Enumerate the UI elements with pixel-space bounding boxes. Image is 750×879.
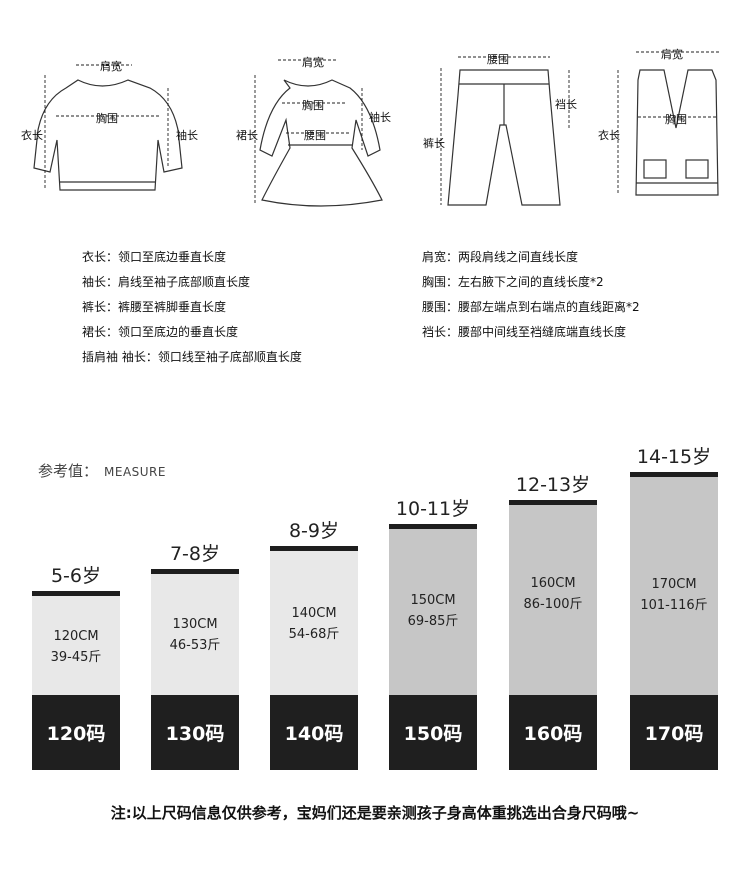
definition-item: 裆长：腰部中间线至裆缝底端直线长度 xyxy=(422,325,627,339)
height-value: 160CM xyxy=(530,576,576,591)
label-waist-dress: 腰围 xyxy=(304,129,326,142)
size-code: 120码 xyxy=(32,695,120,770)
size-code: 170码 xyxy=(630,695,718,770)
label-sleeve-sweater: 袖长 xyxy=(176,129,198,142)
dress-illustration xyxy=(259,79,383,207)
height-value: 150CM xyxy=(410,593,456,608)
height-value: 170CM xyxy=(651,577,697,592)
column-body xyxy=(509,505,597,695)
label-pants-length: 裤长 xyxy=(423,137,445,150)
pants-illustration xyxy=(447,69,561,206)
measure-title-en: MEASURE xyxy=(104,465,166,479)
age-label: 5-6岁 xyxy=(50,565,102,587)
definition-item: 裙长：领口至底边的垂直长度 xyxy=(82,325,239,339)
size-column: 14-15岁 170CM 101-116斤 170码 xyxy=(630,0,718,879)
label-chest-sweater: 胸围 xyxy=(96,112,118,125)
weight-value: 39-45斤 xyxy=(50,650,102,665)
definition-item: 插肩袖 袖长：领口线至袖子底部顺直长度 xyxy=(82,350,302,364)
definition-item: 胸围：左右腋下之间的直线长度*2 xyxy=(422,275,604,289)
age-label: 8-9岁 xyxy=(288,520,340,542)
column-info: 170CM 101-116斤 xyxy=(630,574,718,616)
definition-item: 腰围：腰部左端点到右端点的直线距离*2 xyxy=(422,300,640,314)
height-value: 120CM xyxy=(53,629,99,644)
size-column: 7-8岁 130CM 46-53斤 130码 xyxy=(151,0,239,879)
column-cap xyxy=(151,569,239,574)
label-shoulder-sweater: 肩宽 xyxy=(100,60,122,73)
label-waist-pants: 腰围 xyxy=(487,53,509,66)
definition-item: 衣长：领口至底边垂直长度 xyxy=(82,250,227,264)
label-shoulder-vest: 肩宽 xyxy=(661,48,683,61)
size-code: 160码 xyxy=(509,695,597,770)
size-code: 130码 xyxy=(151,695,239,770)
label-body-length-sweater: 衣长 xyxy=(21,129,43,142)
column-info: 140CM 54-68斤 xyxy=(270,603,358,645)
label-chest-dress: 胸围 xyxy=(302,99,324,112)
column-body xyxy=(630,477,718,695)
size-column: 12-13岁 160CM 86-100斤 160码 xyxy=(509,0,597,879)
column-cap xyxy=(389,524,477,529)
column-cap xyxy=(630,472,718,477)
label-sleeve-dress: 袖长 xyxy=(369,111,391,124)
size-code: 150码 xyxy=(389,695,477,770)
definition-item: 裤长：裤腰至裤脚垂直长度 xyxy=(82,300,227,314)
definition-item: 袖长：肩线至袖子底部顺直长度 xyxy=(82,275,251,289)
weight-value: 86-100斤 xyxy=(523,597,583,612)
weight-value: 46-53斤 xyxy=(169,638,221,653)
age-label: 7-8岁 xyxy=(169,543,221,565)
vest-illustration xyxy=(635,69,719,196)
size-column: 10-11岁 150CM 69-85斤 150码 xyxy=(389,0,477,879)
height-value: 130CM xyxy=(172,617,218,632)
size-column: 5-6岁 120CM 39-45斤 120码 xyxy=(32,0,120,879)
column-body xyxy=(389,529,477,695)
column-cap xyxy=(509,500,597,505)
age-label: 10-11岁 xyxy=(395,498,471,520)
column-info: 150CM 69-85斤 xyxy=(389,590,477,632)
sweater-illustration xyxy=(33,79,183,191)
measure-title-cn: 参考值： xyxy=(38,462,99,480)
column-cap xyxy=(270,546,358,551)
column-body xyxy=(270,551,358,695)
age-label: 12-13岁 xyxy=(515,474,591,496)
column-cap xyxy=(32,591,120,596)
weight-value: 69-85斤 xyxy=(407,614,459,629)
label-crotch: 裆长 xyxy=(555,98,577,111)
footer-note: 注:以上尺码信息仅供参考，宝妈们还是要亲测孩子身高体重挑选出合身尺码哦~ xyxy=(110,804,640,822)
size-column: 8-9岁 140CM 54-68斤 140码 xyxy=(270,0,358,879)
column-body xyxy=(151,574,239,695)
age-label: 14-15岁 xyxy=(636,446,712,468)
label-shoulder-dress: 肩宽 xyxy=(302,56,324,69)
definition-item: 肩宽：两段肩线之间直线长度 xyxy=(422,250,579,264)
height-value: 140CM xyxy=(291,606,337,621)
definitions-right: 肩宽：两段肩线之间直线长度 胸围：左右腋下之间的直线长度*2 腰围：腰部左端点到… xyxy=(422,245,640,345)
label-body-length-vest: 衣长 xyxy=(598,129,620,142)
column-info: 120CM 39-45斤 xyxy=(32,626,120,668)
label-chest-vest: 胸围 xyxy=(665,113,687,126)
measure-title: 参考值： MEASURE xyxy=(38,460,166,481)
column-body xyxy=(32,596,120,695)
column-info: 160CM 86-100斤 xyxy=(509,573,597,615)
definitions-left: 衣长：领口至底边垂直长度 袖长：肩线至袖子底部顺直长度 裤长：裤腰至裤脚垂直长度… xyxy=(82,245,302,370)
garment-illustrations xyxy=(33,51,720,207)
weight-value: 101-116斤 xyxy=(640,598,708,613)
size-code: 140码 xyxy=(270,695,358,770)
weight-value: 54-68斤 xyxy=(288,627,340,642)
column-info: 130CM 46-53斤 xyxy=(151,614,239,656)
garment-diagrams: 肩宽 胸围 衣长 袖长 肩宽 胸围 腰围 裙长 袖长 腰围 裤长 裆长 肩宽 胸… xyxy=(0,0,750,230)
label-skirt-length: 裙长 xyxy=(236,129,258,142)
